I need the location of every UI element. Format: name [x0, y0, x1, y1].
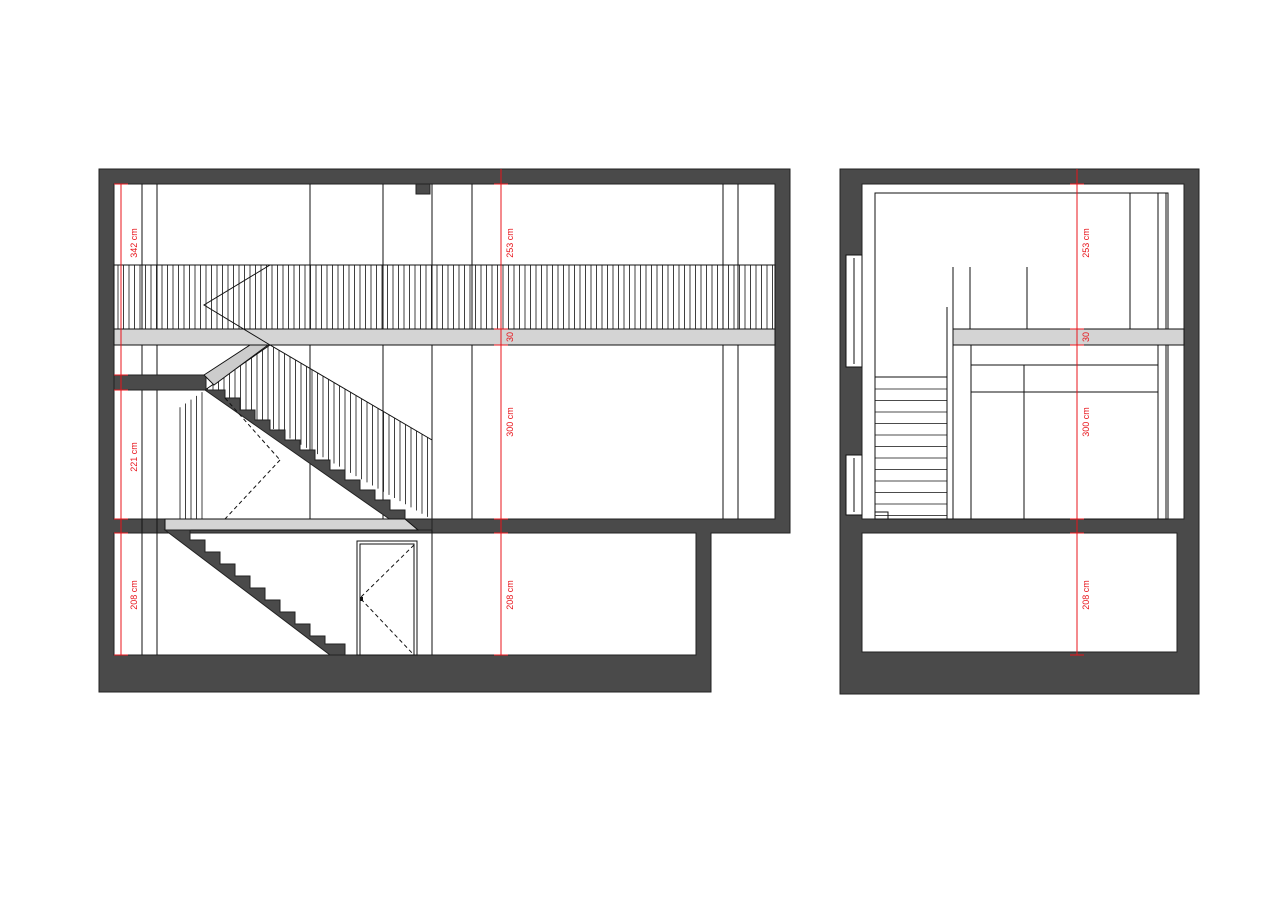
- posts: [946, 267, 1158, 519]
- dim-253: 253 cm: [505, 228, 515, 258]
- elevation-lines: [141, 184, 739, 655]
- dim-208-center: 208 cm: [505, 580, 515, 610]
- dim-221: 221 cm: [129, 442, 139, 472]
- dim-300: 300 cm: [505, 407, 515, 437]
- dim-208-left: 208 cm: [129, 580, 139, 610]
- stair-guard: [203, 264, 271, 346]
- dimension-lines-right: 253 cm 30 300 cm 208 cm: [1070, 169, 1091, 656]
- floor-landing: [164, 518, 420, 531]
- dim-30: 30: [505, 332, 515, 342]
- windows: [845, 254, 863, 516]
- section-left: 342 cm 221 cm 208 cm 253 cm 30 300 cm 20…: [98, 168, 791, 693]
- stair-treads: [874, 376, 948, 520]
- stair-railing: [179, 346, 428, 519]
- mezzanine-slab-right: [952, 328, 1185, 346]
- upper-flight: [203, 344, 270, 386]
- dim-208-right: 208 cm: [1081, 580, 1091, 610]
- landing-slab: [113, 374, 207, 391]
- dimension-lines: 342 cm 221 cm 208 cm 253 cm 30 300 cm 20…: [114, 169, 515, 656]
- dim-30-right: 30: [1081, 332, 1091, 342]
- dim-300-right: 300 cm: [1081, 407, 1091, 437]
- mezzanine-slab: [113, 328, 776, 346]
- section-right: 253 cm 30 300 cm 208 cm: [839, 168, 1200, 695]
- stair-flight-middle: [203, 389, 433, 531]
- left-walls: [98, 168, 791, 693]
- dim-342: 342 cm: [129, 228, 139, 258]
- door: [356, 540, 418, 656]
- right-walls: [839, 168, 1200, 695]
- dim-253-right: 253 cm: [1081, 228, 1091, 258]
- beam: [415, 183, 431, 195]
- stair-flight-basement: [163, 529, 346, 656]
